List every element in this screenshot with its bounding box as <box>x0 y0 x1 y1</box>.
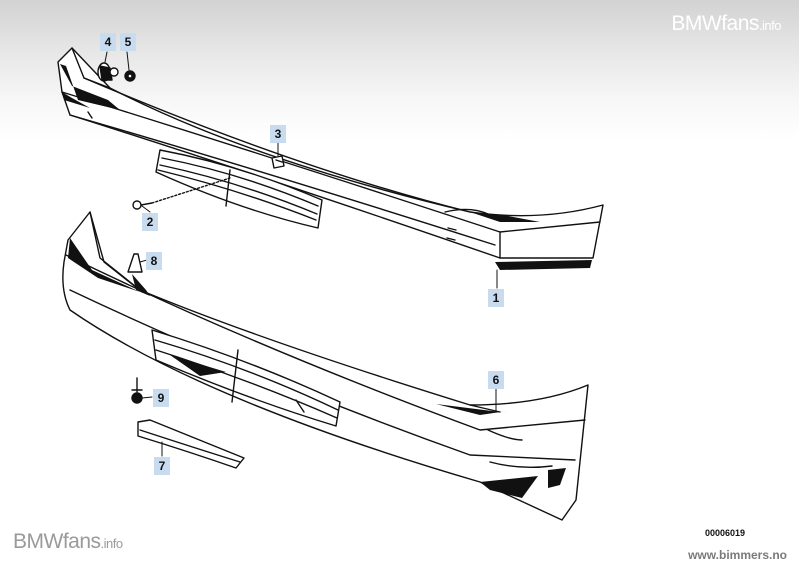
leader-lines <box>104 51 498 457</box>
callout-3: 3 <box>270 125 286 143</box>
bolt-part <box>131 377 143 404</box>
callout-1: 1 <box>488 289 504 307</box>
callout-2: 2 <box>142 213 158 231</box>
screw-part <box>132 177 231 210</box>
callout-7: 7 <box>154 457 170 475</box>
callout-4: 4 <box>100 33 116 51</box>
upper-bumper-drawing <box>57 47 604 259</box>
site-credit: www.bimmers.no <box>688 548 787 562</box>
callout-6: 6 <box>488 371 504 389</box>
callout-5: 5 <box>120 33 136 51</box>
grommet-part <box>97 62 136 82</box>
diagram-id: 00006019 <box>705 528 746 538</box>
trim-strip-part <box>137 419 245 469</box>
watermark-bottom: BMWfans.info <box>13 530 123 553</box>
watermark-top: BMWfans.info <box>671 12 781 35</box>
clip-part <box>271 155 285 169</box>
callout-8: 8 <box>146 252 162 270</box>
lower-bumper-drawing <box>62 211 589 521</box>
nut-part <box>127 253 143 273</box>
callout-9: 9 <box>153 389 169 407</box>
